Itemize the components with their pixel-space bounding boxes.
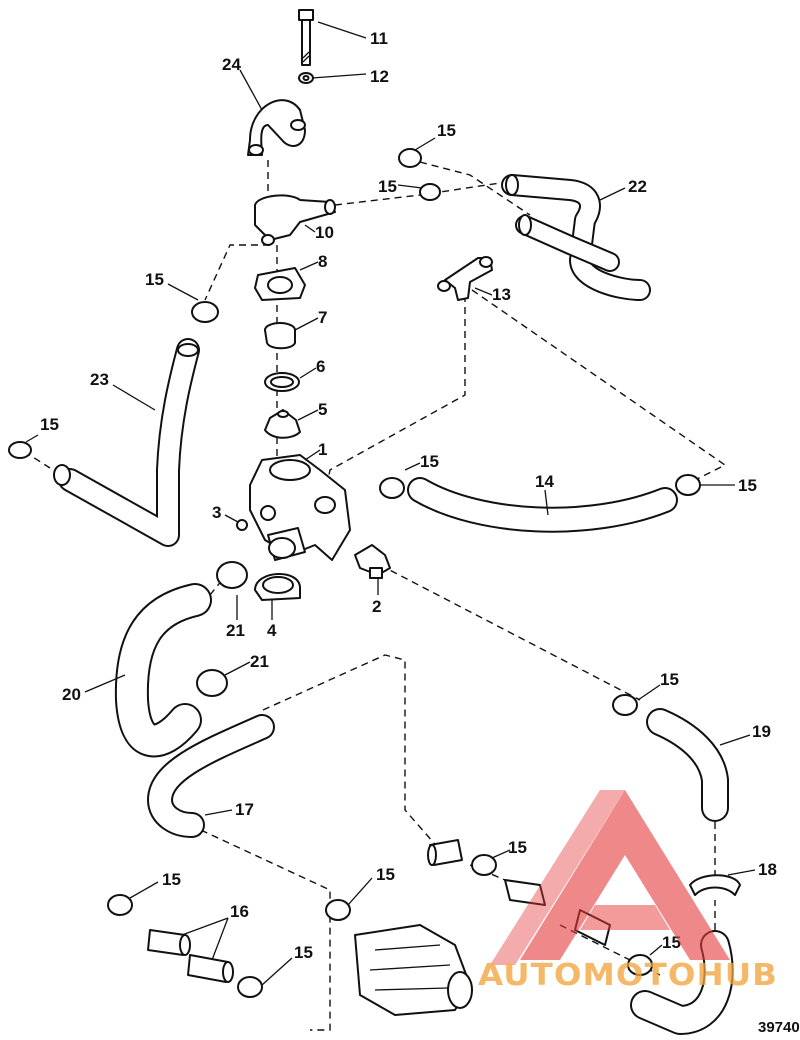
gasket bbox=[254, 267, 306, 301]
callout-label: 4 bbox=[267, 621, 277, 640]
thermostat bbox=[264, 409, 301, 439]
callout-label: 15 bbox=[145, 270, 164, 289]
callout-label: 14 bbox=[535, 472, 554, 491]
callout-label: 15 bbox=[437, 121, 456, 140]
callout-label: 10 bbox=[315, 223, 334, 242]
hose-17 bbox=[147, 714, 275, 838]
bolt bbox=[298, 9, 314, 66]
watermark-logo: AUTOMOTOHUB bbox=[478, 790, 778, 993]
thermostat-housing bbox=[249, 454, 351, 561]
watermark-text-part: AUTOMOTOHUB bbox=[478, 958, 778, 993]
washer bbox=[298, 72, 314, 84]
housing-gasket bbox=[254, 573, 301, 601]
callout-label: 21 bbox=[250, 652, 269, 671]
hose-20 bbox=[114, 583, 212, 758]
callout-label: 22 bbox=[628, 177, 647, 196]
callout-label: 24 bbox=[222, 55, 241, 74]
callout-label: 20 bbox=[62, 685, 81, 704]
seal-ring bbox=[264, 372, 300, 392]
hose-23 bbox=[53, 338, 200, 547]
thermostat-housing-cover bbox=[254, 194, 336, 246]
callout-label: 15 bbox=[660, 670, 679, 689]
callout-label: 6 bbox=[316, 357, 325, 376]
hose-clip bbox=[689, 874, 741, 896]
callout-label: 15 bbox=[662, 933, 681, 952]
callout-label: 15 bbox=[376, 865, 395, 884]
callout-label: 12 bbox=[370, 67, 389, 86]
drain-plug bbox=[236, 519, 248, 531]
callout-label: 18 bbox=[758, 860, 777, 879]
leader-lines bbox=[25, 21, 756, 986]
callout-label: 3 bbox=[212, 503, 221, 522]
callout-label: 1 bbox=[318, 440, 327, 459]
hose-sleeve bbox=[427, 839, 463, 866]
callout-label: 13 bbox=[492, 285, 511, 304]
callout-label: 15 bbox=[508, 838, 527, 857]
callout-label: 15 bbox=[294, 943, 313, 962]
callout-label: 11 bbox=[370, 29, 388, 48]
figure-number: 39740 bbox=[758, 1019, 800, 1036]
callout-label: 23 bbox=[90, 370, 109, 389]
callout-label: 5 bbox=[318, 400, 327, 419]
callout-label: 15 bbox=[738, 476, 757, 495]
tee-fitting bbox=[437, 256, 493, 301]
callout-label: 15 bbox=[420, 452, 439, 471]
callout-label: 19 bbox=[752, 722, 771, 741]
short-hoses bbox=[147, 929, 234, 983]
mounting-bracket bbox=[247, 99, 306, 156]
callout-label: 15 bbox=[40, 415, 59, 434]
hose-22 bbox=[501, 174, 651, 301]
callout-label: 17 bbox=[235, 800, 254, 819]
callout-label: 21 bbox=[226, 621, 245, 640]
callout-label: 15 bbox=[378, 177, 397, 196]
callout-label: 15 bbox=[162, 870, 181, 889]
callout-labels: 11 12 24 15 15 22 10 8 15 13 7 23 6 5 15… bbox=[40, 29, 777, 962]
callout-label: 8 bbox=[318, 252, 327, 271]
hose-19 bbox=[646, 708, 729, 822]
sleeve bbox=[264, 322, 296, 350]
hose-14 bbox=[407, 477, 678, 533]
hose-clamps bbox=[8, 148, 701, 998]
hose-fitting bbox=[354, 544, 391, 579]
callout-label: 16 bbox=[230, 902, 249, 921]
callout-label: 2 bbox=[372, 597, 381, 616]
water-pump bbox=[354, 924, 473, 1016]
callout-label: 7 bbox=[318, 308, 327, 327]
